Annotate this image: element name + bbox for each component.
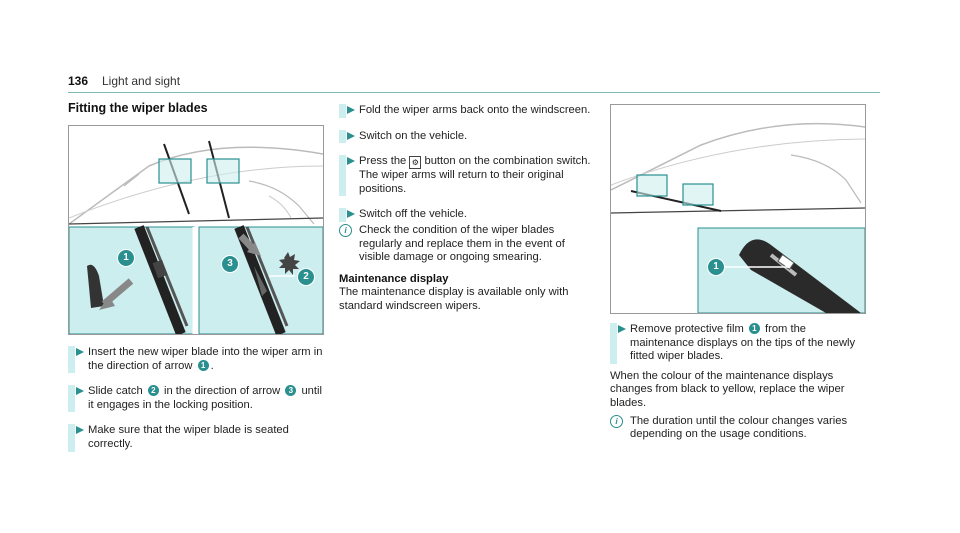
step-text: Make sure that the wiper blade is seated… bbox=[88, 424, 289, 450]
wiper-switch-icon: ⚙ bbox=[409, 156, 422, 170]
step-switch-on: Switch on the vehicle. bbox=[339, 129, 595, 144]
figure-callout-1: 1 bbox=[117, 249, 135, 267]
callout-badge: 3 bbox=[285, 385, 297, 397]
column-3-steps: Remove protective film 1 from the mainte… bbox=[610, 323, 872, 454]
step-text-mid: button on the combination switch. bbox=[421, 155, 591, 168]
colour-change-text: When the colour of the maintenance displ… bbox=[610, 369, 845, 409]
section-title: Fitting the wiper blades bbox=[68, 101, 208, 115]
step-text: Fold the wiper arms back onto the windsc… bbox=[359, 104, 591, 116]
step-insert-blade: Insert the new wiper blade into the wipe… bbox=[68, 346, 324, 374]
note-text: The duration until the colour changes va… bbox=[630, 414, 848, 441]
step-text: Remove protective film bbox=[630, 323, 747, 335]
info-icon: i bbox=[339, 223, 352, 237]
step-arrow-icon bbox=[347, 210, 355, 219]
info-icon: i bbox=[610, 414, 623, 428]
note-check-condition: i Check the condition of the wiper blade… bbox=[339, 223, 595, 265]
callout-badge: 1 bbox=[197, 359, 209, 371]
column-1-steps: Insert the new wiper blade into the wipe… bbox=[68, 346, 324, 464]
step-arrow-icon bbox=[347, 157, 355, 166]
step-check-seated: Make sure that the wiper blade is seated… bbox=[68, 424, 324, 452]
note-duration: i The duration until the colour changes … bbox=[610, 414, 872, 442]
page-header: 136 Light and sight bbox=[68, 74, 880, 93]
maintenance-display-text: The maintenance display is available onl… bbox=[339, 286, 569, 312]
step-arrow-icon bbox=[347, 106, 355, 114]
step-arrow-icon bbox=[618, 325, 626, 333]
callout-badge: 1 bbox=[748, 323, 760, 334]
figure-callout-2: 2 bbox=[297, 268, 315, 286]
step-result-text: The wiper arms will return to their orig… bbox=[359, 169, 564, 195]
step-text: Slide catch bbox=[88, 385, 146, 398]
note-text: Check the condition of the wiper blades … bbox=[359, 223, 565, 264]
step-text: Switch off the vehicle. bbox=[359, 208, 467, 221]
step-fold-arms: Fold the wiper arms back onto the windsc… bbox=[339, 104, 595, 118]
step-text: Press the bbox=[359, 155, 410, 168]
step-arrow-icon bbox=[76, 348, 84, 356]
callout-badge: 2 bbox=[147, 385, 159, 397]
step-remove-film: Remove protective film 1 from the mainte… bbox=[610, 323, 872, 364]
step-arrow-icon bbox=[347, 131, 355, 140]
step-arrow-icon bbox=[76, 387, 84, 396]
step-text-mid: in the direction of arrow bbox=[160, 385, 284, 398]
step-switch-off: Switch off the vehicle. bbox=[339, 208, 595, 222]
maintenance-display-drawing bbox=[611, 122, 865, 313]
maintenance-display-heading: Maintenance display bbox=[339, 272, 449, 285]
page-number: 136 bbox=[68, 74, 89, 88]
step-press-button: Press the ⚙ button on the combination sw… bbox=[339, 155, 595, 197]
maintenance-display-illustration: 1 bbox=[610, 104, 866, 314]
figure-callout-3: 3 bbox=[221, 255, 239, 273]
step-text: Switch on the vehicle. bbox=[359, 129, 468, 142]
header-title: Light and sight bbox=[102, 74, 181, 88]
wiper-fitting-drawing bbox=[69, 140, 323, 334]
figure-callout-1: 1 bbox=[707, 258, 725, 276]
wiper-fitting-illustration: 1 3 2 bbox=[68, 125, 324, 335]
step-text-end: from the maintenance displays on the tip… bbox=[630, 323, 856, 363]
step-text: Insert the new wiper blade into the wipe… bbox=[88, 346, 323, 372]
column-2-steps: Fold the wiper arms back onto the windsc… bbox=[339, 104, 595, 318]
step-text-end: until it engages in the locking position… bbox=[88, 385, 322, 411]
step-arrow-icon bbox=[76, 426, 84, 435]
step-text-end: . bbox=[210, 359, 214, 372]
step-slide-catch: Slide catch 2 in the direction of arrow … bbox=[68, 385, 324, 413]
